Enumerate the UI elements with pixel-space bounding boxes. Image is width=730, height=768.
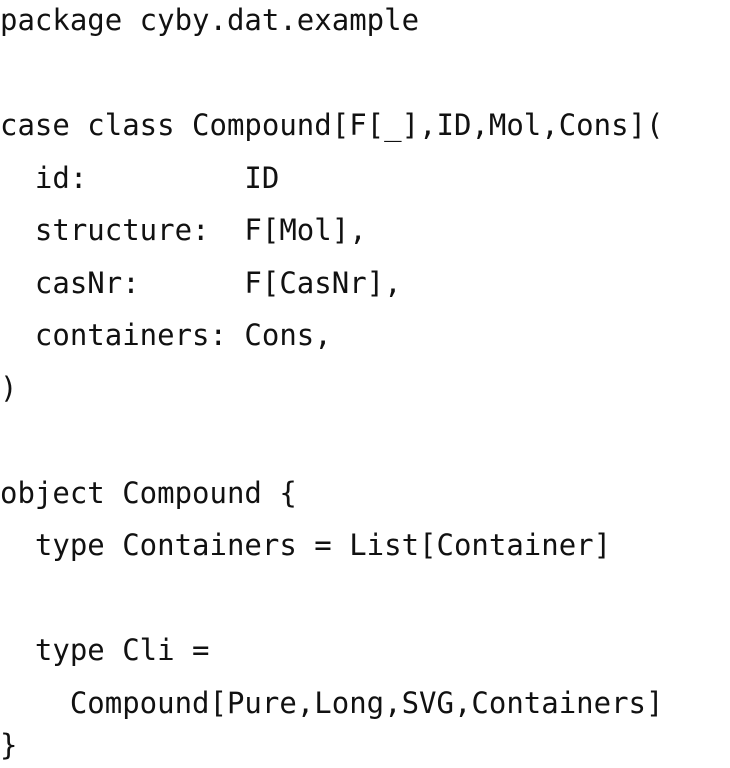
code-line-7: containers: Cons, [0, 318, 332, 352]
code-line-14: Compound[Pure,Long,SVG,Containers] [0, 685, 664, 720]
code-line-10: object Compound { [0, 475, 297, 510]
code-line-11: type Containers = List[Container] [0, 528, 612, 562]
code-line-4: id: ID [0, 160, 280, 195]
code-line-15: } [0, 728, 18, 762]
code-line-6: casNr: F[CasNr], [0, 265, 402, 300]
code-line-8: ) [0, 370, 18, 405]
code-line-1: package cyby.dat.example [0, 3, 420, 37]
code-line-3: case class Compound[F[_],ID,Mol,Cons]( [0, 108, 664, 142]
code-line-5: structure: F[Mol], [0, 213, 367, 247]
code-line-13: type Cli = [0, 633, 210, 667]
